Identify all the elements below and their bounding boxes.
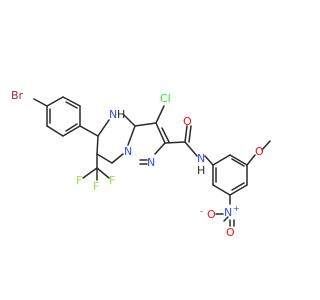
atom-label-br: Br <box>11 89 24 102</box>
atom-label-f1: F <box>76 174 82 187</box>
bromophenyl-ring <box>46 96 81 137</box>
atom-label-nitro-o-bottom: O <box>226 226 235 239</box>
nitromethoxyphenyl-ring <box>212 154 248 196</box>
atom-label-amide-n: N <box>197 152 205 165</box>
atom-label-cl: Cl <box>160 92 171 105</box>
atom-label-nitro-o-left: O <box>207 208 216 221</box>
tetrahydropyrimidine-ring <box>79 113 136 164</box>
molecule-structure: Br Cl N H N N O N H O N + O O - F F F <box>11 89 271 239</box>
bond-c-cl <box>155 105 165 124</box>
methoxy-group <box>246 140 271 166</box>
bond-c-br <box>33 98 48 107</box>
pyrazole-ring <box>134 122 170 165</box>
atom-label-f3: F <box>109 174 115 187</box>
atom-label-nitro-o-charge: - <box>200 207 203 216</box>
atom-label-ring-h: H <box>117 108 125 121</box>
atom-label-ring-n: N <box>109 108 117 121</box>
amide-group <box>164 125 214 166</box>
atom-label-amide-h: H <box>197 164 205 177</box>
atom-label-bridge-n: N <box>124 145 132 158</box>
atom-label-nitro-charge: + <box>233 204 240 213</box>
atom-label-methoxy-o: O <box>255 145 264 158</box>
atom-label-pyrazole-n: N <box>147 156 155 169</box>
atom-label-amide-o: O <box>183 115 192 128</box>
molecule-canvas: Br Cl N H N N O N H O N + O O - F F F <box>11 89 271 239</box>
atom-label-f2: F <box>93 180 99 193</box>
trifluoromethyl-group <box>82 153 110 181</box>
atom-label-nitro-n: N <box>224 206 232 219</box>
nitro-group <box>215 194 235 227</box>
